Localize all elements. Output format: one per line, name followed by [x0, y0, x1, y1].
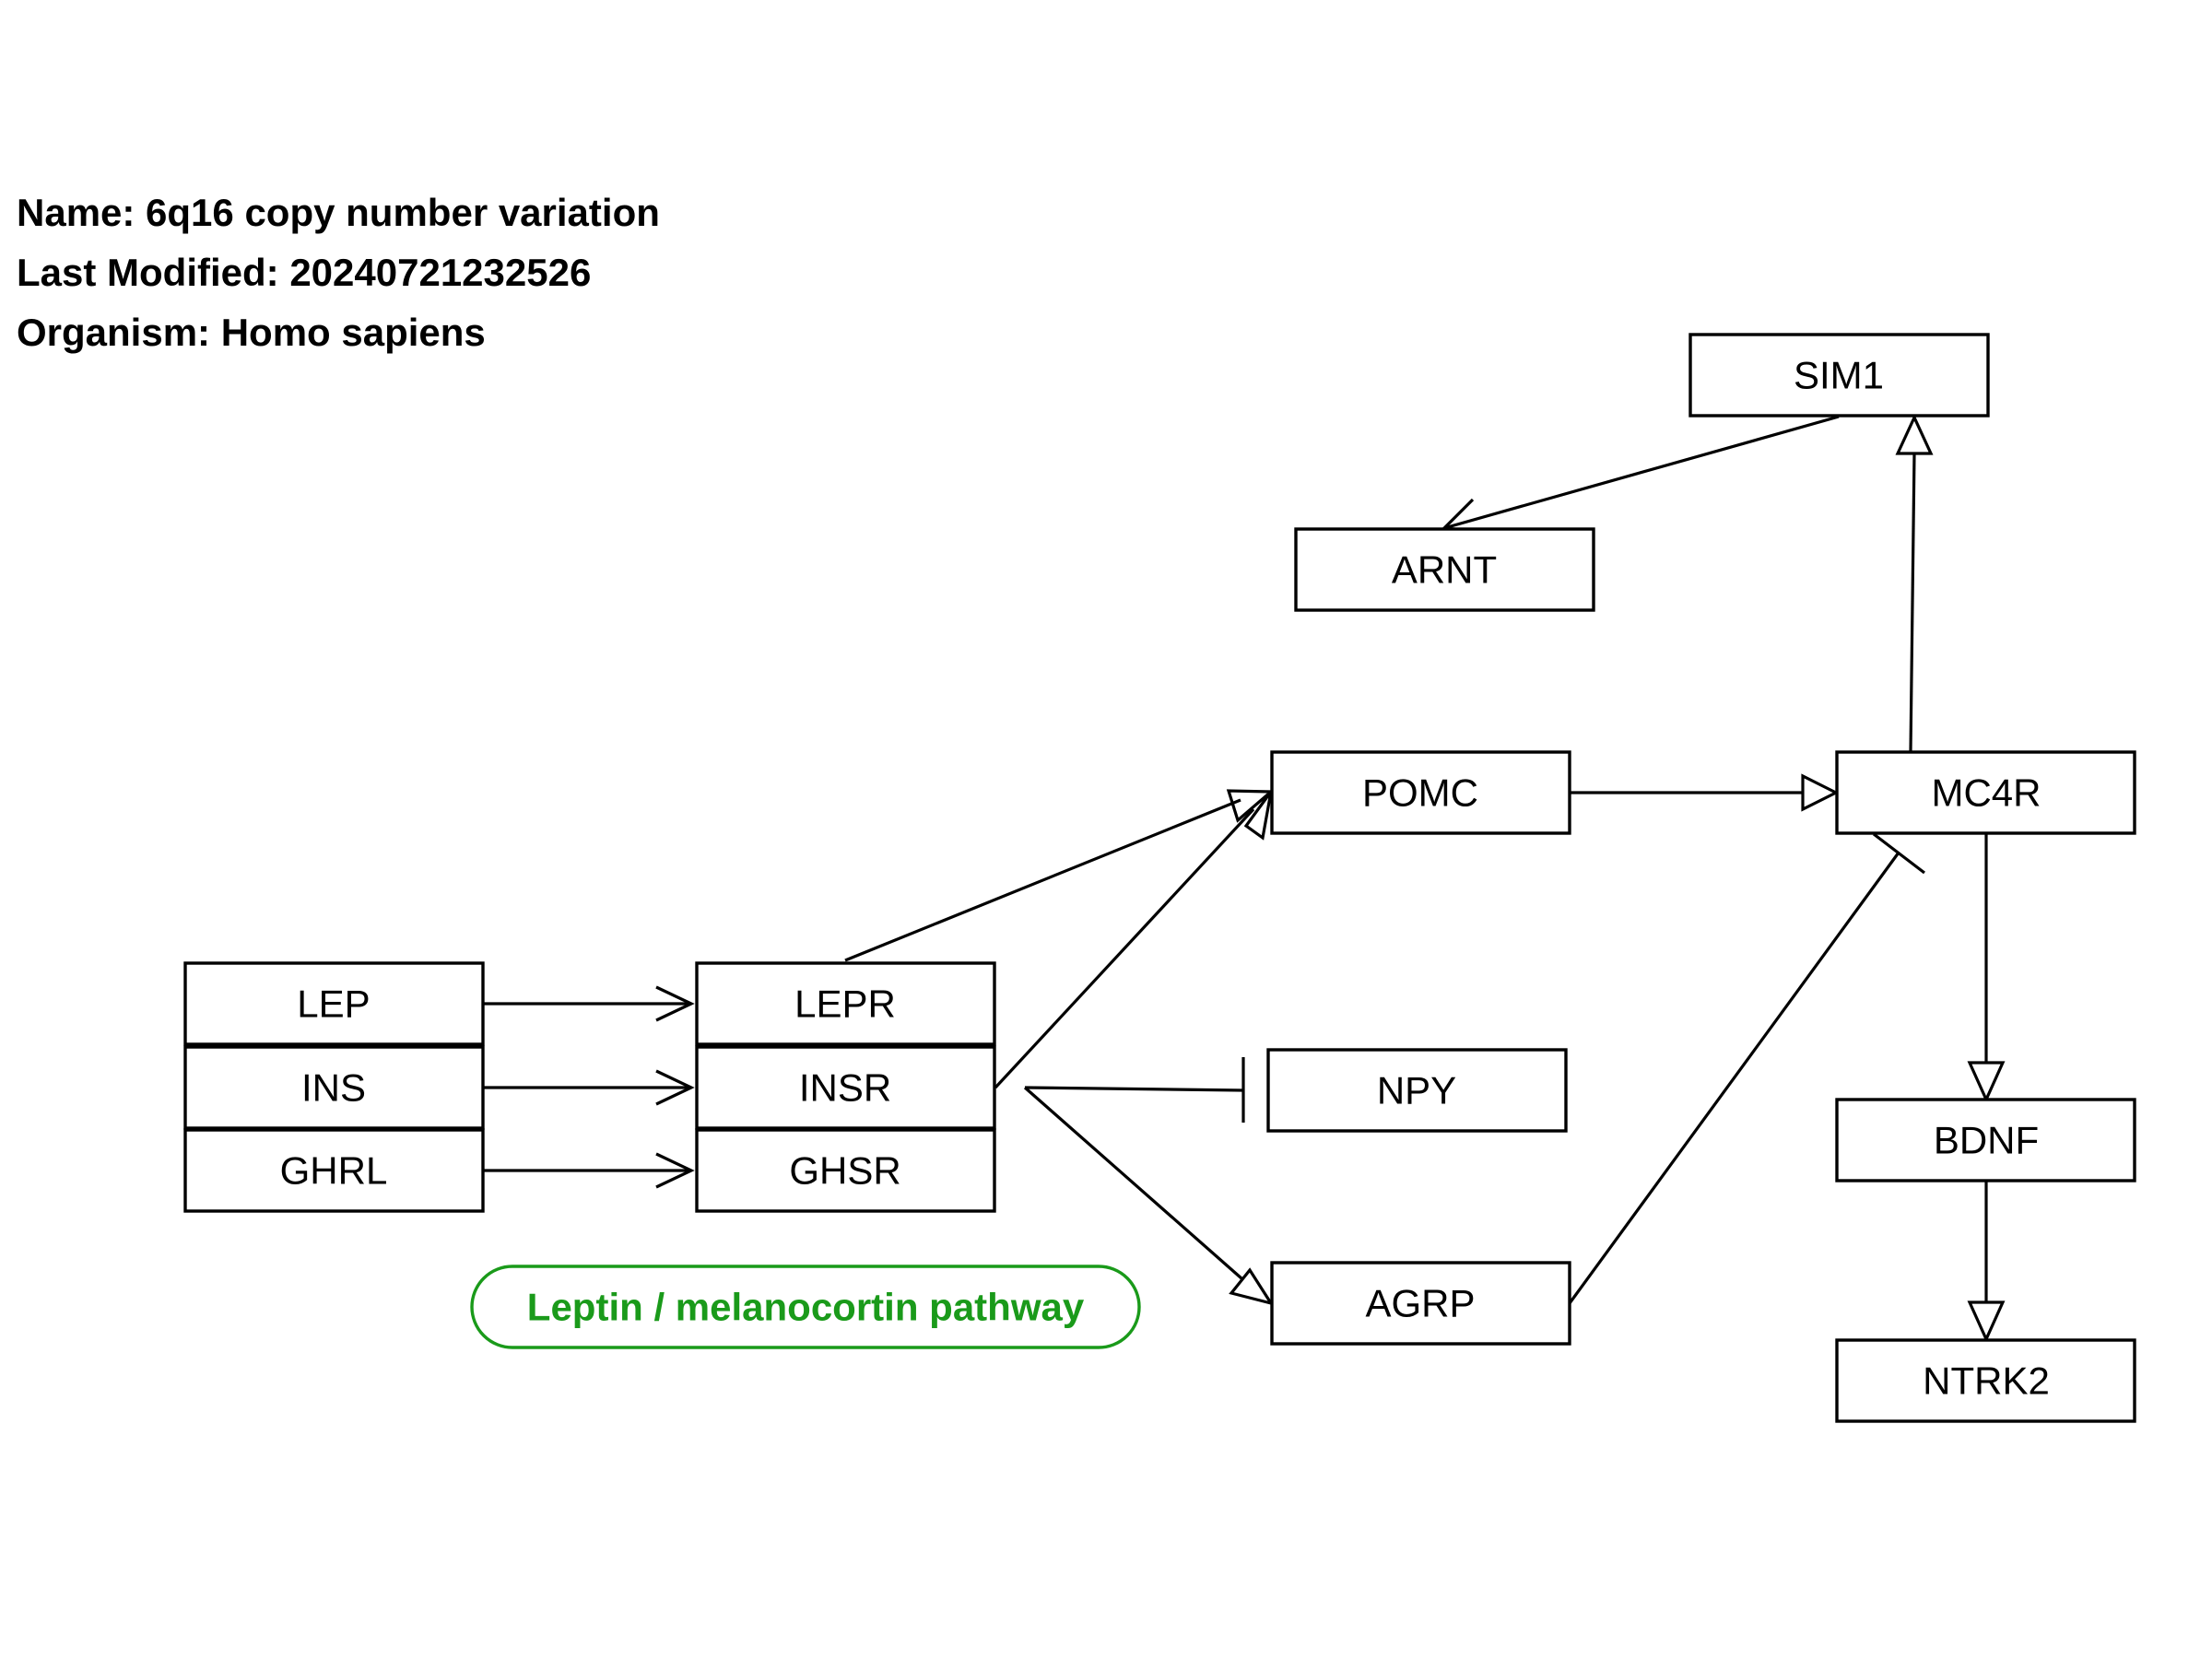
nodes: SIM1 ARNT POMC MC4R LEP INS GHRL LEPR — [183, 333, 2136, 1423]
edge-lepr-pomc — [844, 789, 1276, 962]
node-label-pomc: POMC — [1362, 771, 1478, 815]
info-name: Name: 6q16 copy number variation — [17, 191, 660, 234]
node-label-agrp: AGRP — [1365, 1282, 1475, 1325]
edge-lep-lepr — [483, 985, 695, 1022]
node-agrp[interactable]: AGRP — [1270, 1261, 1571, 1346]
node-label-sim1: SIM1 — [1794, 354, 1884, 397]
node-label-insr: INSR — [799, 1066, 891, 1110]
edge-mc4r-sim1 — [1895, 414, 1934, 752]
node-pomc[interactable]: POMC — [1270, 750, 1571, 835]
node-ghsr[interactable]: GHSR — [695, 1128, 996, 1213]
node-lepr[interactable]: LEPR — [695, 961, 996, 1046]
node-ntrk2[interactable]: NTRK2 — [1835, 1338, 2136, 1423]
node-label-bdnf: BDNF — [1934, 1119, 2039, 1162]
node-mc4r[interactable]: MC4R — [1835, 750, 2136, 835]
node-bdnf[interactable]: BDNF — [1835, 1098, 2136, 1182]
node-ghrl[interactable]: GHRL — [183, 1128, 485, 1213]
node-ins[interactable]: INS — [183, 1045, 485, 1130]
edge-insr-pomc — [994, 791, 1273, 1089]
pathway-node[interactable]: Leptin / melanocortin pathway — [470, 1265, 1141, 1349]
edge-bdnf-ntrk2 — [1967, 1181, 2006, 1343]
edge-agrp-mc4r — [1568, 832, 1925, 1304]
edge-insr-npy — [1024, 1057, 1245, 1123]
edge-sim1-arnt — [1441, 415, 1840, 534]
diagram-info: Name: 6q16 copy number variation Last Mo… — [17, 191, 660, 354]
node-label-lepr: LEPR — [794, 982, 896, 1026]
edge-ghrl-ghsr — [483, 1152, 695, 1189]
node-lep[interactable]: LEP — [183, 961, 485, 1046]
info-last-modified: Last Modified: 20240721232526 — [17, 251, 591, 294]
pathway-label: Leptin / melanocortin pathway — [527, 1286, 1085, 1329]
node-sim1[interactable]: SIM1 — [1688, 333, 1990, 418]
node-label-npy: NPY — [1377, 1069, 1456, 1112]
edge-mc4r-bdnf — [1967, 834, 2006, 1103]
node-label-arnt: ARNT — [1392, 548, 1497, 592]
edge-pomc-mc4r — [1570, 773, 1840, 812]
node-label-ghsr: GHSR — [789, 1149, 900, 1193]
node-label-lep: LEP — [297, 982, 370, 1026]
node-label-ins: INS — [301, 1066, 366, 1110]
node-npy[interactable]: NPY — [1266, 1048, 1568, 1133]
info-organism: Organism: Homo sapiens — [17, 311, 486, 354]
node-insr[interactable]: INSR — [695, 1045, 996, 1130]
edge-ins-insr — [483, 1069, 695, 1106]
node-label-ghrl: GHRL — [280, 1149, 388, 1193]
node-label-mc4r: MC4R — [1931, 771, 2041, 815]
node-label-ntrk2: NTRK2 — [1923, 1359, 2050, 1403]
edge-insr-agrp — [1023, 1086, 1275, 1306]
node-arnt[interactable]: ARNT — [1294, 527, 1595, 612]
edges — [483, 414, 2006, 1343]
